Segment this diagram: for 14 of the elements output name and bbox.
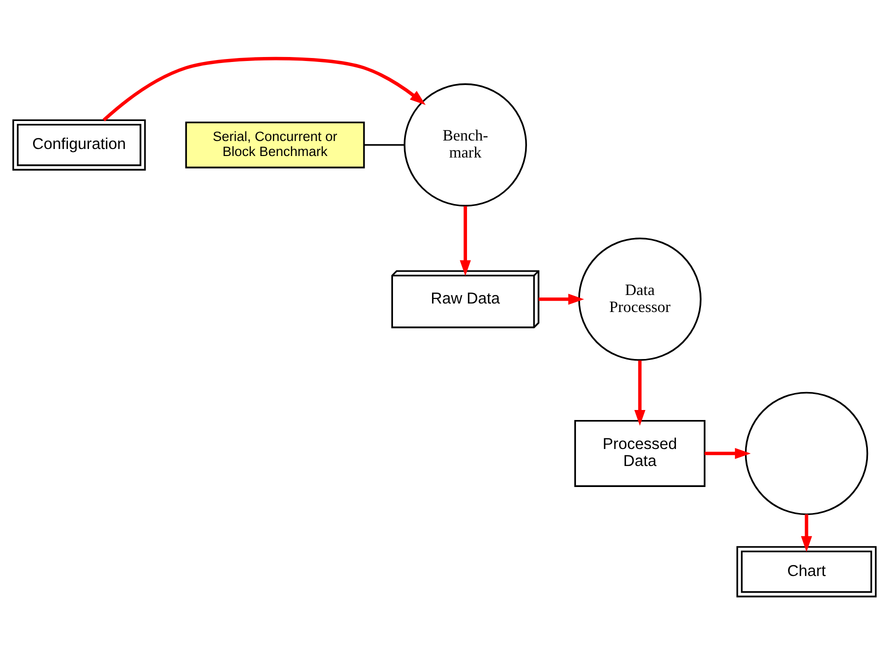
node-box: Serial, Concurrent or Block Benchmark xyxy=(185,121,365,168)
connector xyxy=(364,144,405,146)
arrow xyxy=(538,293,584,304)
node-circle xyxy=(744,391,868,515)
node-box: Chart xyxy=(736,546,877,597)
arrow xyxy=(800,514,812,552)
node-circle: Data Processor xyxy=(578,237,702,360)
node-box: Processed Data xyxy=(574,419,706,486)
node-box: Configuration xyxy=(12,118,146,170)
node-circle: Bench- mark xyxy=(404,82,527,206)
arrow xyxy=(102,56,426,121)
arrow xyxy=(460,206,471,276)
arrow xyxy=(704,447,751,459)
arrow xyxy=(634,360,646,426)
